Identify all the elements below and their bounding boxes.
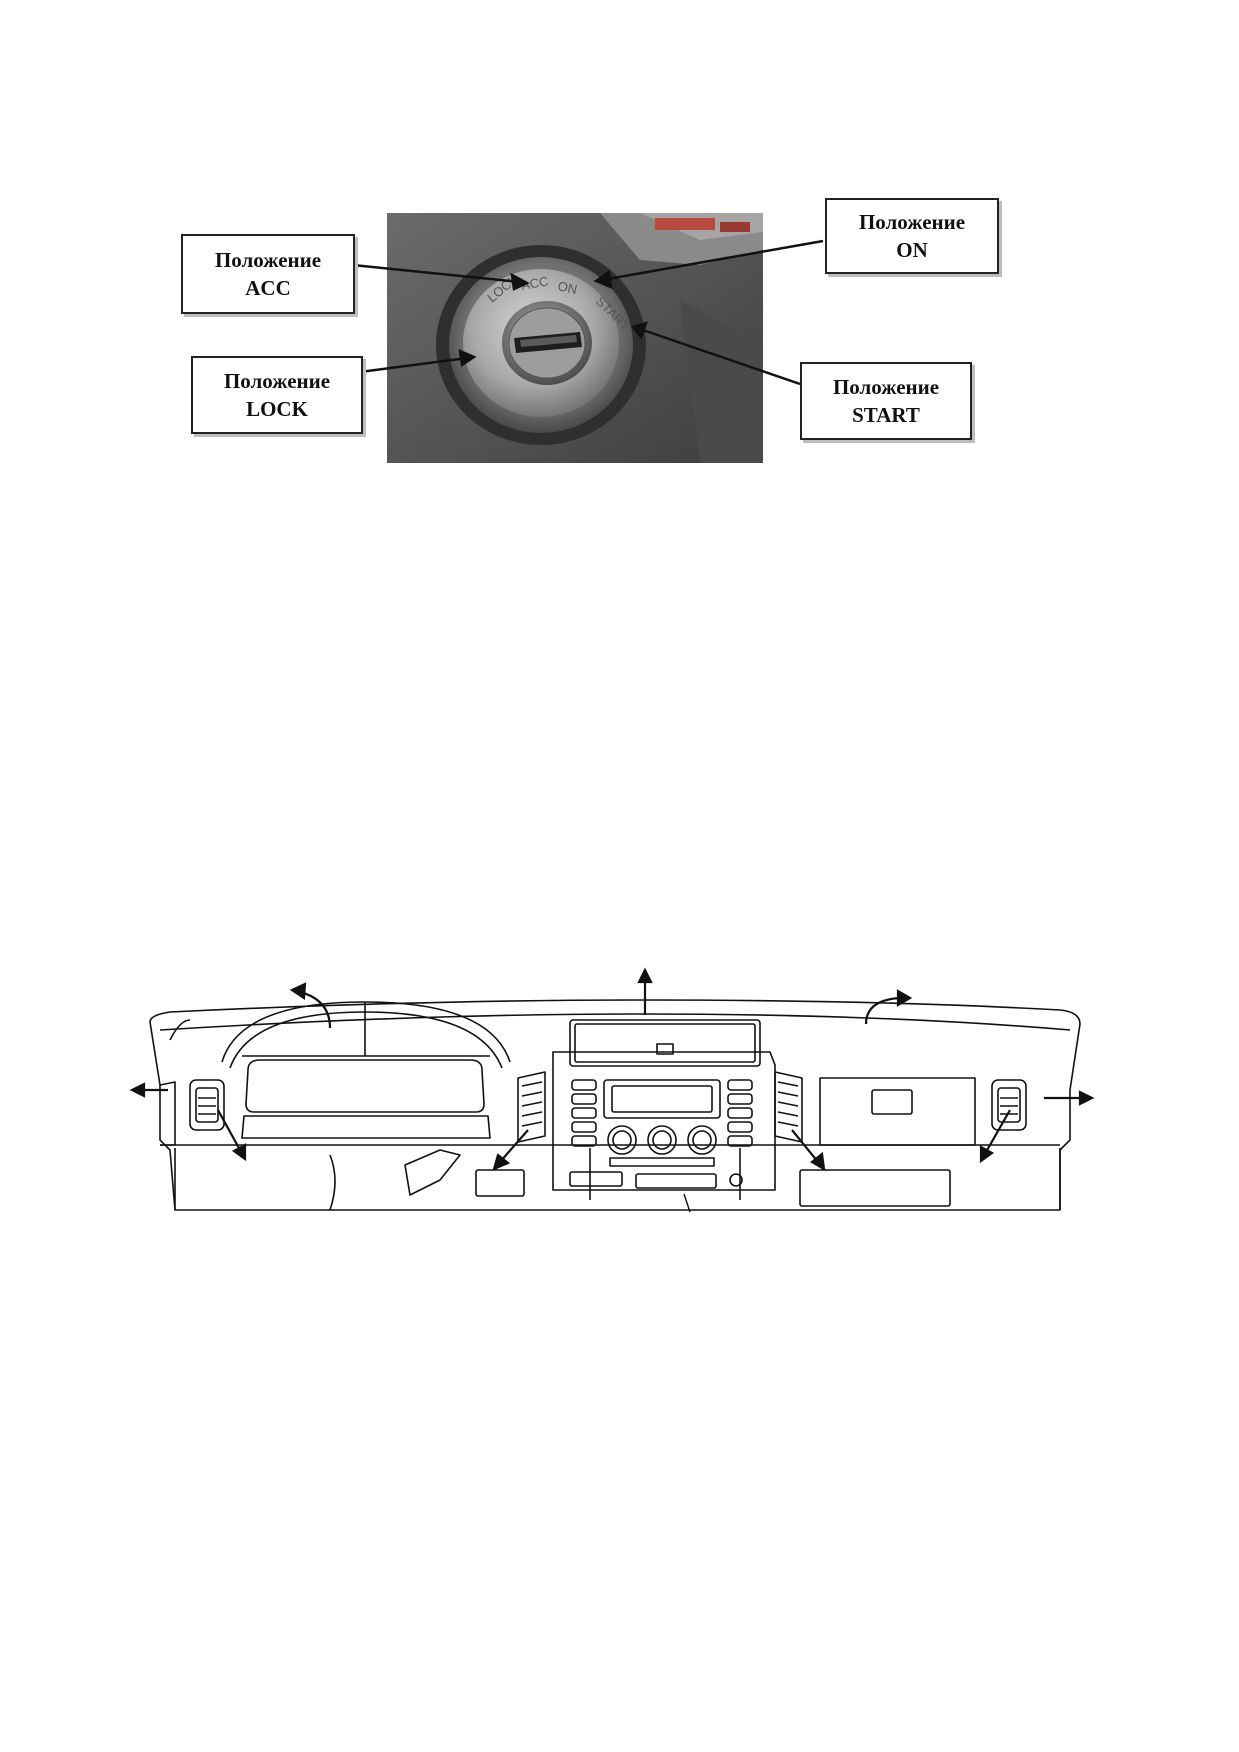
callout-acc-line1: Положение xyxy=(214,248,322,272)
airflow-arrows xyxy=(129,967,1095,1213)
callout-start-line1: Положение xyxy=(832,375,940,399)
callout-on: Положение ON xyxy=(825,198,999,274)
left-outer-vent xyxy=(189,1079,225,1131)
ignition-switch-photo: LOCK ACC ON START xyxy=(352,213,824,463)
svg-text:ON: ON xyxy=(556,278,578,297)
left-inner-vent xyxy=(517,1071,546,1143)
climate-knobs xyxy=(607,1125,717,1155)
callout-start: Положение START xyxy=(800,362,972,440)
ignition-switch-figure: LOCK ACC ON START Положение ACC Положени… xyxy=(0,0,1239,470)
center-stack xyxy=(552,1051,776,1191)
callout-on-line1: Положение xyxy=(858,210,966,234)
glove-box xyxy=(819,1077,976,1146)
callout-lock-line1: Положение xyxy=(223,369,331,393)
dashboard-figure xyxy=(0,940,1239,1240)
callout-arrows xyxy=(352,239,824,386)
callout-acc-line2: ACC xyxy=(245,276,291,300)
callout-lock-line2: LOCK xyxy=(246,397,308,421)
dashboard-drawing xyxy=(129,967,1095,1213)
radio-display xyxy=(603,1079,721,1119)
callout-acc: Положение ACC xyxy=(181,234,355,314)
svg-text:ACC: ACC xyxy=(520,273,550,293)
callout-lock: Положение LOCK xyxy=(191,356,363,434)
callout-start-line2: START xyxy=(852,403,920,427)
dashboard-top-edge xyxy=(149,999,1081,1211)
instrument-hood xyxy=(221,1001,511,1063)
left-lower-panel xyxy=(475,1169,525,1197)
center-buttons xyxy=(571,1079,753,1147)
right-lower-panel xyxy=(799,1169,951,1207)
instrument-cluster xyxy=(245,1059,485,1113)
callout-on-line2: ON xyxy=(896,238,928,262)
right-outer-vent xyxy=(991,1079,1027,1131)
